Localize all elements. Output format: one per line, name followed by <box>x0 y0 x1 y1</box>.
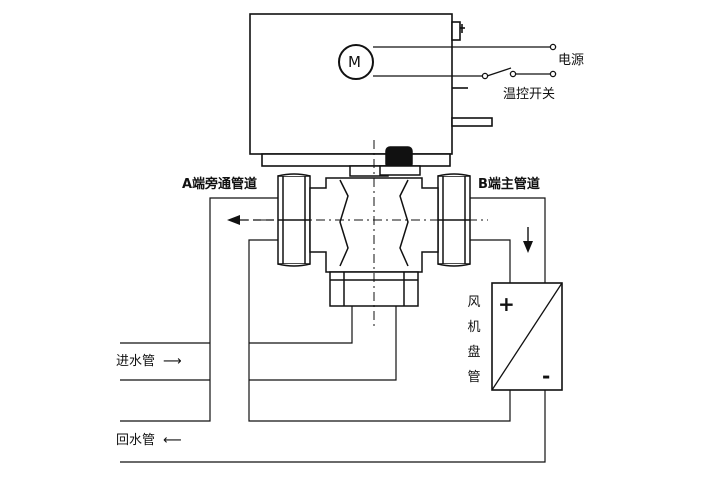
coil-minus-sign: - <box>542 364 551 388</box>
actuator-body <box>249 13 453 155</box>
switch-contact-2 <box>509 70 517 78</box>
inlet-pipe-text: 进水管 <box>116 354 156 369</box>
fan-coil-unit <box>491 282 563 391</box>
port-b-label: B端主管道 <box>478 177 540 192</box>
power-terminal-1 <box>549 43 557 51</box>
arrow-left-icon <box>227 215 240 225</box>
power-wiring <box>373 43 557 80</box>
piping <box>120 197 546 463</box>
arrow-down-icon <box>523 241 533 253</box>
actuator-base-plate <box>261 153 451 167</box>
arrow-right-icon: ⟶ <box>163 354 182 369</box>
stem-knob <box>385 146 413 169</box>
actuator <box>249 13 493 167</box>
fan-coil-char-2: 机 <box>467 320 481 335</box>
coil-plus-sign: + <box>498 292 515 316</box>
return-pipe-label: 回水管 ⟵ <box>116 434 182 447</box>
power-terminal-2 <box>549 70 557 78</box>
valve-stem <box>349 146 421 177</box>
power-label: 电源 <box>558 53 585 68</box>
fan-coil-char-3: 盘 <box>467 345 481 360</box>
return-pipe-text: 回水管 <box>116 433 156 448</box>
fan-coil-char-4: 管 <box>467 370 481 385</box>
motor-symbol-label: M <box>348 53 361 71</box>
actuator-side-tab <box>451 117 493 127</box>
switch-contact-1 <box>481 72 489 80</box>
port-a-label: A端旁通管道 <box>182 177 258 192</box>
motor-symbol <box>338 44 374 80</box>
arrow-left-icon-return: ⟵ <box>163 433 182 448</box>
inlet-pipe-label: 进水管 ⟶ <box>116 355 182 368</box>
fan-coil-char-1: 风 <box>467 295 481 310</box>
centre-lines <box>240 140 488 330</box>
thermostat-switch-label: 温控开关 <box>503 87 556 102</box>
